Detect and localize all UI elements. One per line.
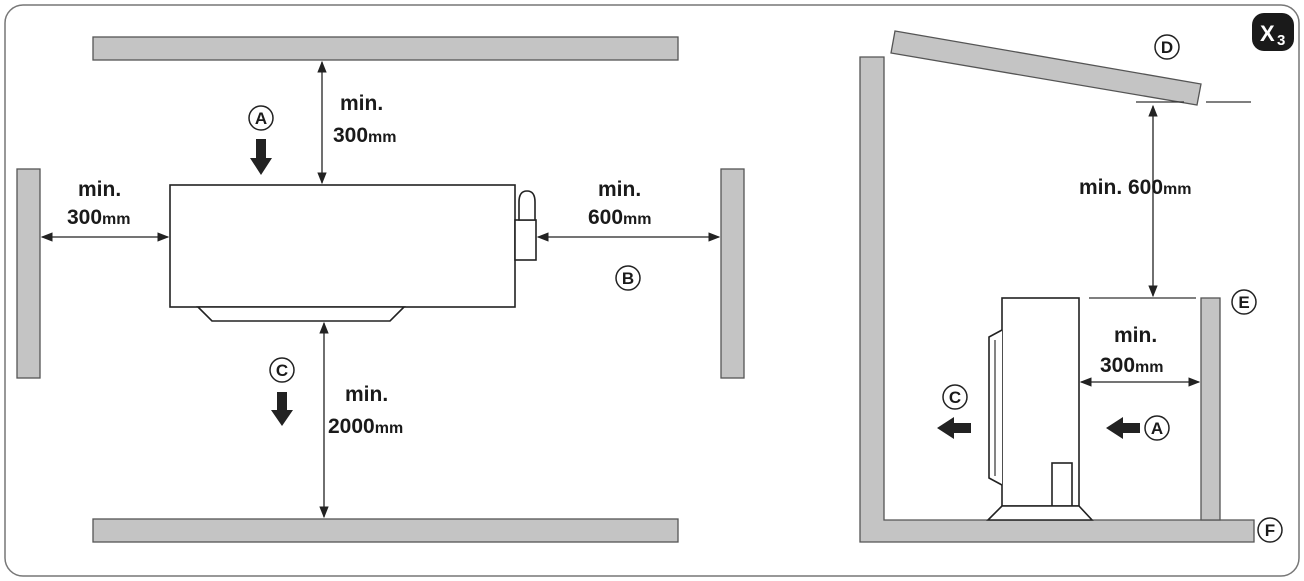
- svg-text:X: X: [1260, 21, 1275, 46]
- marker-e-side: E: [1231, 289, 1257, 315]
- bottom-clearance-prefix: min.: [345, 383, 388, 406]
- outdoor-unit: [986, 297, 1094, 521]
- outer-frame: [4, 4, 1300, 577]
- rear-clearance-value: 300mm: [1100, 354, 1164, 377]
- service-panel: [1051, 462, 1073, 507]
- ceiling-wall: [92, 36, 679, 61]
- bottom-clearance-value: 2000mm: [328, 415, 403, 438]
- svg-text:C: C: [949, 388, 961, 407]
- side-view: X 3 min. 600mm min. 300mm: [859, 13, 1294, 543]
- marker-a-side: A: [1144, 415, 1170, 441]
- top-clearance-value: 300mm: [333, 124, 397, 147]
- marker-c-front: C: [269, 357, 295, 383]
- air-outlet-left-arrow-icon: [937, 417, 971, 439]
- svg-text:F: F: [1265, 521, 1275, 540]
- air-intake-down-arrow-icon: [250, 139, 272, 175]
- svg-text:3: 3: [1277, 32, 1285, 49]
- svg-text:D: D: [1161, 38, 1173, 57]
- roof-clearance-label: min. 600mm: [1079, 176, 1192, 199]
- svg-text:B: B: [622, 269, 634, 288]
- svg-text:E: E: [1238, 293, 1249, 312]
- front-view: min. 300mm min. 300mm min. 600mm min. 20…: [16, 36, 745, 543]
- right-clearance-value: 600mm: [588, 206, 652, 229]
- figure-badge: X 3: [1252, 13, 1294, 51]
- unit-base: [986, 505, 1094, 521]
- left-side-wall: [16, 168, 41, 379]
- top-clearance-prefix: min.: [340, 92, 383, 115]
- marker-a-front: A: [248, 105, 274, 131]
- pipe-outlet-icon: [518, 190, 536, 221]
- air-intake-left-arrow-icon: [1106, 417, 1140, 439]
- svg-text:A: A: [255, 109, 267, 128]
- marker-b-front: B: [615, 265, 641, 291]
- marker-c-side: C: [942, 384, 968, 410]
- right-clearance-prefix: min.: [598, 178, 641, 201]
- marker-f-side: F: [1257, 517, 1283, 543]
- svg-text:A: A: [1151, 419, 1163, 438]
- slanted-roof: [890, 30, 1202, 106]
- left-clearance-prefix: min.: [78, 178, 121, 201]
- air-outlet-louver: [196, 306, 406, 322]
- right-side-wall: [720, 168, 745, 379]
- floor-wall: [92, 518, 679, 543]
- rear-clearance-prefix: min.: [1114, 324, 1157, 347]
- svg-text:C: C: [276, 361, 288, 380]
- indoor-unit: [169, 184, 537, 322]
- pipe-connection-box: [514, 219, 537, 261]
- left-clearance-value: 300mm: [67, 206, 131, 229]
- marker-d-side: D: [1154, 34, 1180, 60]
- air-outlet-down-arrow-icon: [271, 392, 293, 426]
- side-wall-and-floor: [859, 56, 1255, 543]
- rear-wall: [1200, 297, 1221, 521]
